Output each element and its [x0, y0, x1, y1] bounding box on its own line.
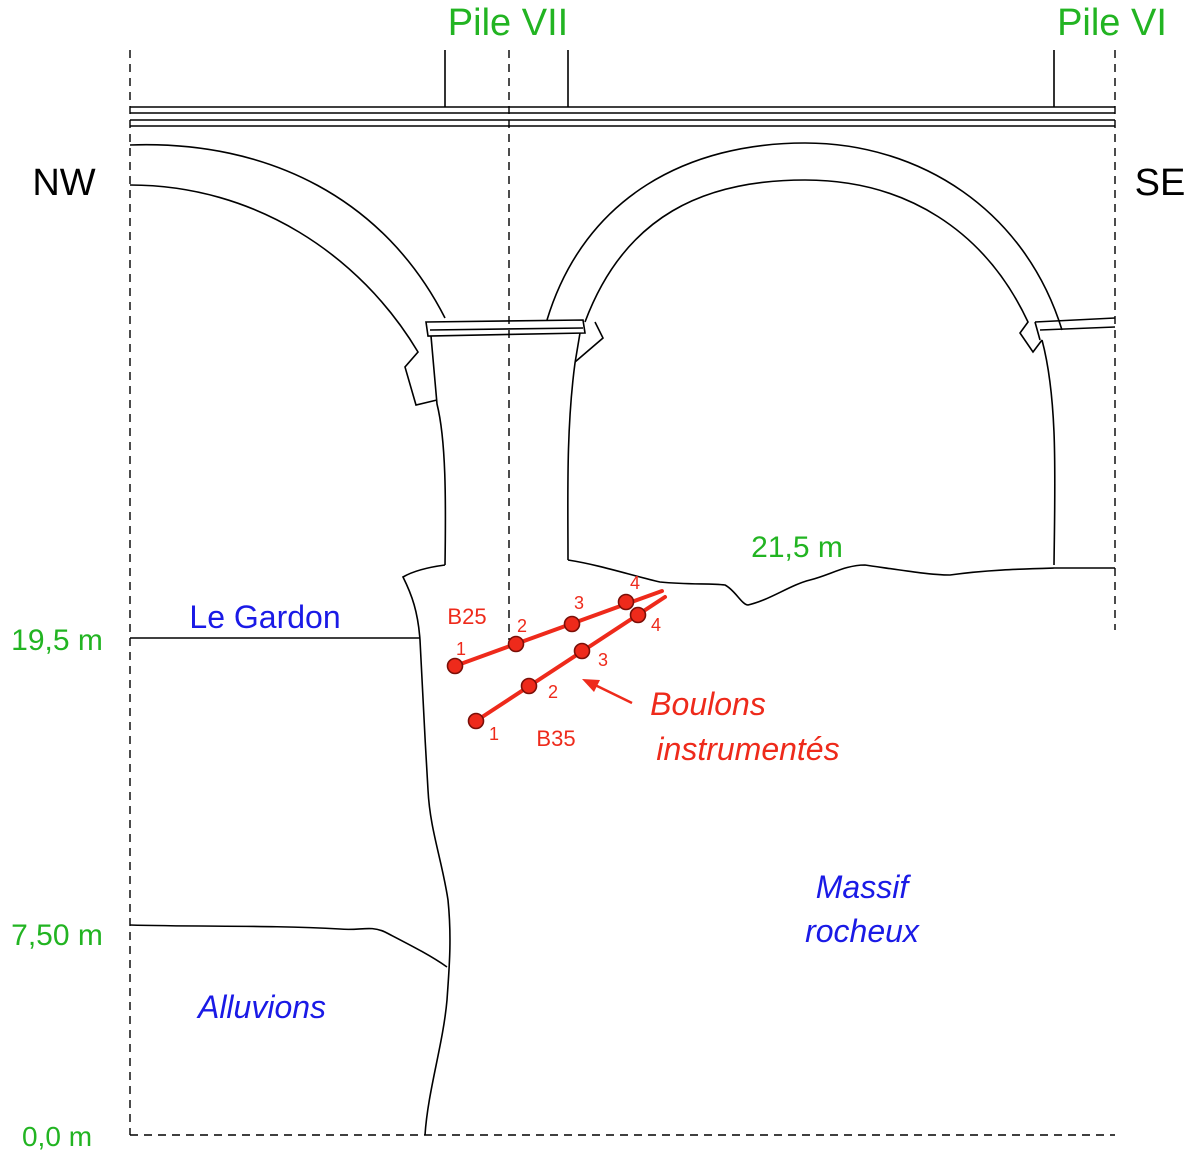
bolt-b35-name: B35: [536, 726, 575, 751]
arrow-head: [582, 679, 600, 692]
rock-mass-outline: [129, 559, 1115, 1136]
bolts-caption-line2: instrumentés: [656, 731, 839, 767]
gauge-b25-4: [617, 593, 635, 611]
pile-vii-label: Pile VII: [448, 2, 568, 44]
elevation-0-0: 0,0 m: [22, 1121, 92, 1152]
gauge-b35-2: [520, 677, 538, 695]
gauge-b25-2-label: 2: [517, 616, 527, 636]
rock-label-line2: rocheux: [805, 913, 920, 949]
rock-label-line1: Massif: [816, 869, 912, 905]
caption-arrow: [582, 679, 633, 705]
right-arch: [546, 142, 1063, 566]
direction-nw: NW: [32, 162, 95, 204]
alluvium-label: Alluvions: [196, 989, 326, 1025]
bolt-b25-name: B25: [447, 604, 486, 629]
bolts-caption-line1: Boulons: [650, 686, 766, 722]
gauge-b25-3: [563, 615, 581, 633]
gauge-b25-3-label: 3: [574, 593, 584, 613]
gauge-b25-2: [507, 635, 525, 653]
gauge-b35-2-label: 2: [548, 682, 558, 702]
gauge-b35-4: [629, 606, 647, 624]
left-arch: [129, 143, 446, 406]
pier-vi: [1034, 317, 1116, 341]
gauge-b35-1-label: 1: [489, 724, 499, 744]
gauge-b25-4-label: 4: [630, 573, 640, 593]
arrow-shaft: [592, 682, 633, 705]
bolt-b35-gauges: [467, 606, 647, 730]
elevation-7-50: 7,50 m: [11, 919, 103, 952]
section-boundaries: [129, 50, 1116, 1136]
gauge-b25-1: [446, 657, 464, 675]
gauge-b35-3-label: 3: [598, 650, 608, 670]
river-label: Le Gardon: [189, 599, 340, 635]
gauge-b35-3: [573, 642, 591, 660]
direction-se: SE: [1135, 162, 1186, 204]
bolt-b25-gauges: [446, 593, 635, 675]
elevation-21-5: 21,5 m: [751, 531, 843, 564]
gauge-b35-1: [467, 712, 485, 730]
deck: [130, 50, 1115, 127]
elevation-19-5: 19,5 m: [11, 624, 103, 657]
gauge-b35-4-label: 4: [651, 615, 661, 635]
pile-vi-label: Pile VI: [1057, 2, 1167, 44]
pier-vii: [425, 319, 586, 566]
gauge-b25-1-label: 1: [456, 639, 466, 659]
